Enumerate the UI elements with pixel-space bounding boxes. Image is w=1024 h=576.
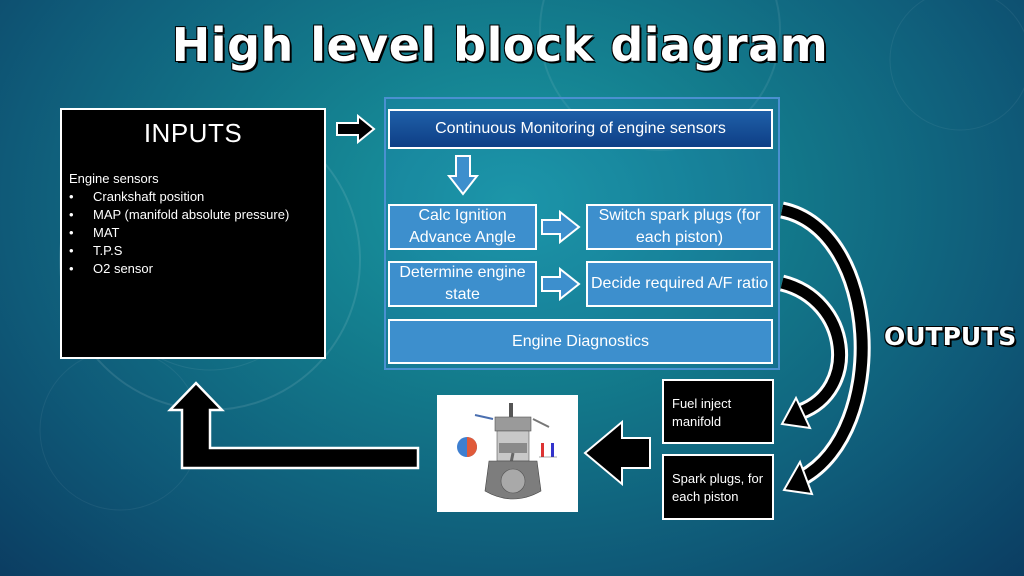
inputs-panel: INPUTS Engine sensors Crankshaft positio… — [60, 108, 326, 359]
list-item: O2 sensor — [69, 260, 324, 278]
right-arrow-icon — [541, 209, 581, 245]
diagnostics-block: Engine Diagnostics — [388, 319, 773, 364]
feedback-arrow-icon — [167, 381, 420, 470]
list-item: MAP (manifold absolute pressure) — [69, 206, 324, 224]
list-item: T.P.S — [69, 242, 324, 260]
switch-spark-block: Switch spark plugs (for each piston) — [586, 204, 773, 250]
down-arrow-icon — [446, 155, 480, 196]
left-arrow-icon — [583, 419, 651, 487]
inputs-list: Crankshaft position MAP (manifold absolu… — [62, 188, 324, 278]
af-ratio-block: Decide required A/F ratio — [586, 261, 773, 307]
monitor-block: Continuous Monitoring of engine sensors — [388, 109, 773, 149]
inputs-title: INPUTS — [143, 118, 243, 148]
list-item: Crankshaft position — [69, 188, 324, 206]
list-item: MAT — [69, 224, 324, 242]
engine-state-block: Determine engine state — [388, 261, 537, 307]
inputs-subtitle: Engine sensors — [69, 171, 159, 186]
spark-plugs-output: Spark plugs, for each piston — [662, 454, 774, 520]
calc-ignition-block: Calc Ignition Advance Angle — [388, 204, 537, 250]
right-arrow-icon — [541, 266, 581, 302]
right-arrow-icon — [336, 113, 376, 145]
curved-arrow-icon — [779, 201, 871, 486]
outputs-label: OUTPUTS — [884, 322, 1017, 351]
slide-title: High level block diagram — [171, 18, 829, 72]
fuel-inject-output: Fuel inject manifold — [662, 379, 774, 444]
engine-cross-section-image — [437, 395, 578, 512]
